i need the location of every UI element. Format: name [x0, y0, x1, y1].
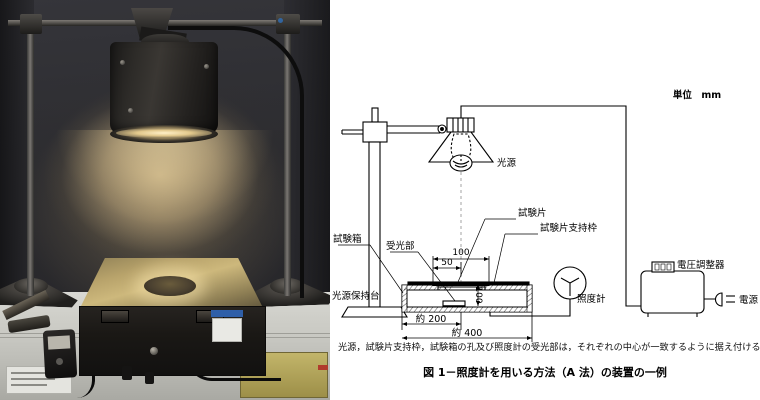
dimension-100-top: 100: [452, 248, 469, 258]
dimension-approx-200: 約 200: [416, 313, 447, 325]
label-light-source: 光源: [497, 157, 517, 169]
dimension-lines: [401, 256, 533, 342]
voltage-regulator-drawing: [640, 261, 735, 317]
leader-lines: [338, 218, 538, 302]
dimension-50: 50: [441, 258, 453, 268]
label-test-box: 試験箱: [333, 233, 362, 245]
stand-clamp-right: [276, 14, 300, 34]
diagram-note: 光源，試験片支持枠，試験箱の孔及び照度計の受光部は，それぞれの中心が一致するよう…: [338, 342, 760, 353]
illuminometer-drawing: [489, 266, 587, 317]
lamp-screw-3: [204, 64, 209, 69]
apparatus-photograph: [0, 0, 330, 400]
label-voltage-regulator: 電圧調整器: [677, 259, 725, 271]
stand-rod-right: [284, 24, 291, 296]
lamp-power-cable: [168, 26, 304, 298]
label-test-piece: 試験片: [518, 207, 547, 219]
test-box-light-hole: [144, 276, 196, 296]
label-light-receiver: 受光部: [386, 240, 415, 252]
test-box-calibration-tag: [212, 318, 242, 342]
lamp-screw-1: [120, 60, 125, 65]
test-box-latch-left: [101, 310, 129, 323]
meter-button: [56, 358, 63, 365]
unit-note: 単位 mm: [673, 89, 721, 101]
test-box-blue-tag: [211, 310, 243, 317]
label-light-source-stand: 光源保持台: [332, 290, 380, 302]
figure-caption: 図 1－照度計を用いる方法（A 法）の装置の一例: [423, 366, 667, 379]
lamp-to-regulator-wire: [460, 105, 641, 307]
lamp-aperture-inner: [116, 128, 212, 138]
meter-display: [47, 335, 71, 350]
bench-plug-right: [145, 372, 154, 384]
stand-rod-left: [27, 24, 34, 296]
bench-red-marker: [318, 365, 328, 370]
label-test-piece-frame: 試験片支持枠: [540, 222, 598, 234]
dimension-100-vertical: 100: [473, 286, 483, 303]
dimension-approx-400: 約 400: [452, 327, 483, 339]
label-power-supply: 電源: [739, 295, 759, 306]
label-illuminometer: 照度計: [577, 293, 606, 305]
apparatus-line-diagram: 単位 mm 光源 試験箱 受光部 光源保持台 試験片 試験片支持枠 照度計 電圧…: [330, 0, 760, 400]
lamp-screw-2: [128, 108, 133, 113]
test-box-knob: [150, 347, 158, 355]
light-receiver-drawing: [442, 300, 466, 307]
test-piece-and-frame-drawing: [407, 281, 530, 287]
stand-clamp-left: [20, 14, 42, 34]
test-chamber-drawing: [401, 284, 533, 313]
diagram-svg: 単位 mm 光源 試験箱 受光部 光源保持台 試験片 試験片支持枠 照度計 電圧…: [332, 89, 759, 342]
lamp-shade: [110, 42, 218, 134]
bench-plug-left: [122, 366, 132, 380]
light-source-drawing: [427, 117, 495, 300]
chamber-wall-hatching: [401, 284, 533, 313]
light-source-stand-drawing: [341, 107, 440, 318]
